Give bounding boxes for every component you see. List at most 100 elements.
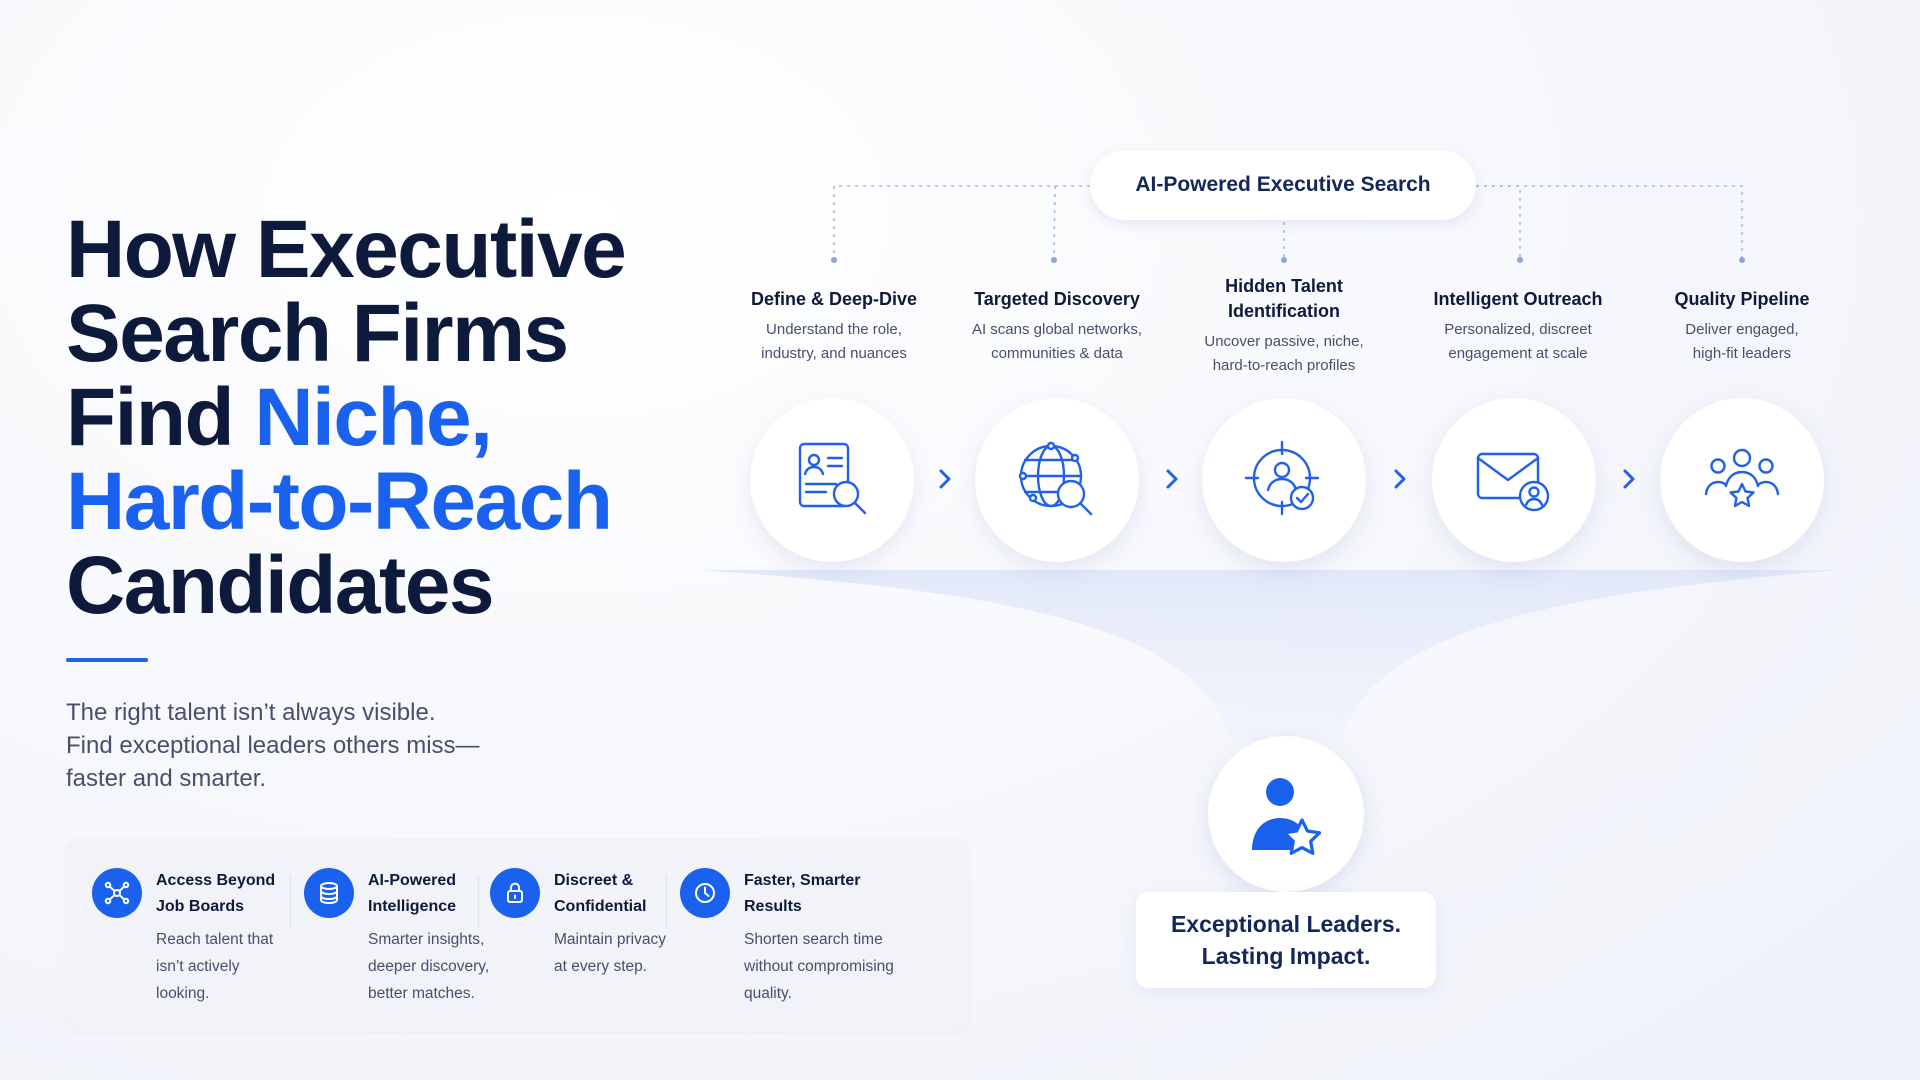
- step-title-line: Quality Pipeline: [1674, 289, 1810, 309]
- step-desc-line: Deliver engaged,: [1685, 321, 1799, 338]
- features-panel: Access Beyond Job Boards Reach talent th…: [64, 838, 970, 1032]
- headline-line-1: How Executive: [66, 204, 627, 295]
- feature-desc: Maintain privacy at every step.: [554, 926, 666, 980]
- step-desc-line: engagement at scale: [1448, 345, 1588, 362]
- target-person-icon: [1202, 398, 1366, 562]
- subtext-line: The right talent isn’t always visible.: [66, 699, 436, 726]
- chevron-right-icon: [1166, 469, 1178, 489]
- hero-section: How Executive Search Firms Find Niche, H…: [66, 208, 686, 819]
- feature-desc-line: quality.: [744, 985, 792, 1002]
- headline-plain: Find: [66, 372, 255, 463]
- step-desc-line: industry, and nuances: [761, 345, 907, 362]
- step-desc-line: Personalized, discreet: [1444, 321, 1592, 338]
- step-quality-pipeline: Quality Pipeline Deliver engaged, high-f…: [1632, 287, 1852, 366]
- headline-accent: Niche,: [254, 372, 493, 463]
- envelope-person-icon: [1432, 398, 1596, 562]
- step-title-line: Define & Deep-Dive: [750, 289, 918, 309]
- feature-desc-line: without compromising: [744, 958, 894, 975]
- lock-icon: [490, 868, 540, 918]
- step-desc-line: AI scans global networks,: [971, 321, 1143, 338]
- step-title: Targeted Discovery: [947, 287, 1167, 312]
- step-desc: Deliver engaged, high-fit leaders: [1632, 318, 1852, 366]
- step-title: Quality Pipeline: [1632, 287, 1852, 312]
- network-icon: [92, 868, 142, 918]
- step-desc-line: hard-to-reach profiles: [1212, 357, 1356, 374]
- headline-line-3: Find Niche,: [66, 376, 686, 460]
- step-targeted-discovery: Targeted Discovery AI scans global netwo…: [947, 287, 1167, 366]
- step-desc: Uncover passive, niche, hard-to-reach pr…: [1174, 330, 1394, 378]
- step-title-line: Intelligent Outreach: [1433, 289, 1603, 309]
- feature-title: Faster, Smarter Results: [744, 868, 894, 920]
- step-title: Define & Deep-Dive: [724, 287, 944, 312]
- result-line: Exceptional Leaders.: [1170, 911, 1402, 937]
- step-desc-line: Understand the role,: [766, 321, 902, 338]
- step-desc-line: communities & data: [991, 345, 1123, 362]
- step-title: Intelligent Outreach: [1408, 287, 1628, 312]
- feature-text: Access Beyond Job Boards Reach talent th…: [156, 868, 275, 1007]
- globe-search-icon: [975, 398, 1139, 562]
- feature-desc-line: Reach talent that: [156, 931, 274, 948]
- group-star-icon: [1660, 398, 1824, 562]
- step-define-deep-dive: Define & Deep-Dive Understand the role, …: [724, 287, 944, 366]
- ai-search-label: AI-Powered Executive Search: [1090, 150, 1476, 220]
- step-desc-line: Uncover passive, niche,: [1204, 333, 1364, 350]
- result-line: Lasting Impact.: [1201, 943, 1371, 969]
- feature-text: Discreet & Confidential Maintain privacy…: [554, 868, 666, 980]
- step-desc: AI scans global networks, communities & …: [947, 318, 1167, 366]
- headline: How Executive Search Firms Find Niche, H…: [66, 208, 686, 628]
- feature-desc-line: isn’t actively: [156, 958, 240, 975]
- divider: [290, 876, 291, 928]
- database-icon: [304, 868, 354, 918]
- feature-desc: Shorten search time without compromising…: [744, 926, 894, 1007]
- subtext-line: faster and smarter.: [66, 765, 267, 792]
- feature-title: Access Beyond Job Boards: [156, 868, 275, 920]
- feature-text: AI-Powered Intelligence Smarter insights…: [368, 868, 489, 1007]
- step-title-line: Targeted Discovery: [974, 289, 1140, 309]
- step-desc: Personalized, discreet engagement at sca…: [1408, 318, 1628, 366]
- step-hidden-talent-identification: Hidden Talent Identification Uncover pas…: [1174, 274, 1394, 378]
- feature-title-line: Confidential: [554, 898, 647, 915]
- feature-title-line: Access Beyond: [156, 872, 276, 889]
- headline-line-4: Hard-to-Reach: [66, 456, 613, 547]
- feature-desc-line: deeper discovery,: [368, 958, 490, 975]
- feature-title-line: AI-Powered: [368, 872, 457, 889]
- feature-title-line: Job Boards: [156, 898, 245, 915]
- headline-line-2: Search Firms: [66, 288, 569, 379]
- feature-text: Faster, Smarter Results Shorten search t…: [744, 868, 894, 1007]
- feature-desc-line: Shorten search time: [744, 931, 883, 948]
- chevron-right-icon: [1394, 469, 1406, 489]
- clock-icon: [680, 868, 730, 918]
- divider: [666, 876, 667, 928]
- feature-desc-line: Smarter insights,: [368, 931, 485, 948]
- result-card: Exceptional Leaders. Lasting Impact.: [1136, 892, 1436, 988]
- step-title-line: Hidden Talent: [1225, 276, 1343, 296]
- feature-title-line: Discreet &: [554, 872, 634, 889]
- chevron-right-icon: [939, 469, 951, 489]
- step-title: Hidden Talent Identification: [1174, 274, 1394, 324]
- step-desc-line: high-fit leaders: [1692, 345, 1792, 362]
- person-star-icon: [1208, 736, 1364, 892]
- step-intelligent-outreach: Intelligent Outreach Personalized, discr…: [1408, 287, 1628, 366]
- step-desc: Understand the role, industry, and nuanc…: [724, 318, 944, 366]
- headline-line-5: Candidates: [66, 540, 495, 631]
- feature-desc-line: at every step.: [554, 958, 648, 975]
- feature-title: Discreet & Confidential: [554, 868, 666, 920]
- feature-desc-line: better matches.: [368, 985, 475, 1002]
- feature-desc: Reach talent that isn’t actively looking…: [156, 926, 275, 1007]
- feature-desc-line: Maintain privacy: [554, 931, 666, 948]
- feature-title-line: Results: [744, 898, 802, 915]
- divider: [478, 876, 479, 928]
- subtext: The right talent isn’t always visible. F…: [66, 696, 686, 795]
- feature-title-line: Faster, Smarter: [744, 872, 861, 889]
- step-title-line: Identification: [1228, 301, 1340, 321]
- feature-title: AI-Powered Intelligence: [368, 868, 489, 920]
- document-search-icon: [750, 398, 914, 562]
- feature-desc: Smarter insights, deeper discovery, bett…: [368, 926, 489, 1007]
- feature-title-line: Intelligence: [368, 898, 457, 915]
- subtext-line: Find exceptional leaders others miss—: [66, 732, 480, 759]
- chevron-right-icon: [1623, 469, 1635, 489]
- feature-desc-line: looking.: [156, 985, 210, 1002]
